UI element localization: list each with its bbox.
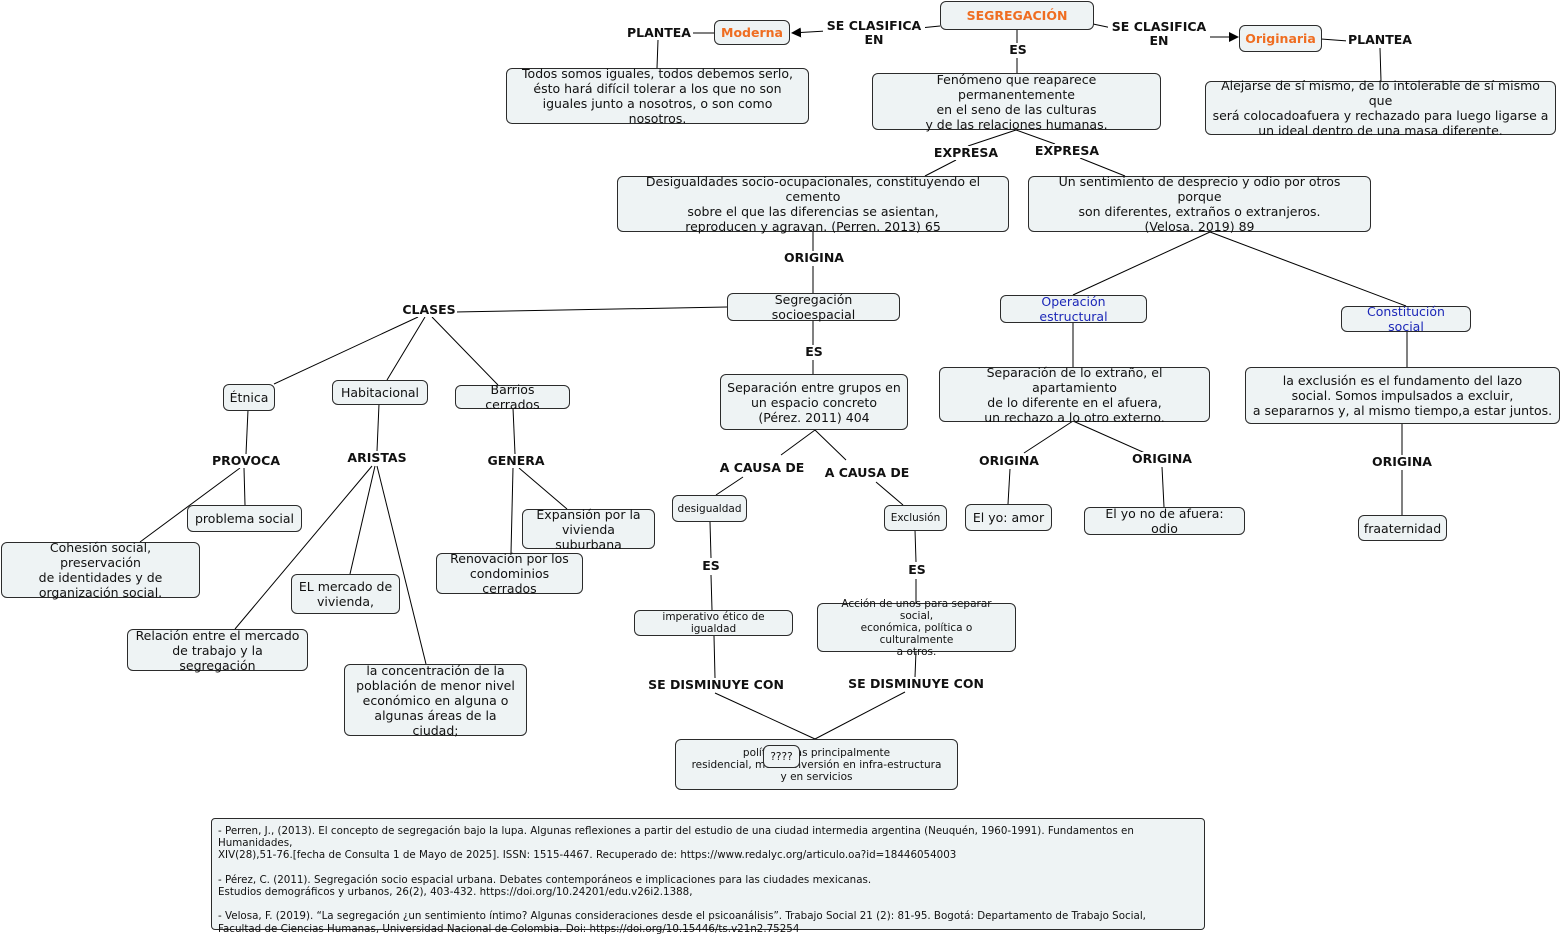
link-label-genera: GENERA	[484, 454, 548, 468]
link-label-se-clasifica-right: SE CLASIFICA EN	[1108, 20, 1210, 48]
link-label-se-disminuye-left: SE DISMINUYE CON	[644, 678, 788, 692]
fenomeno-node[interactable]: Fenómeno que reaparece permanentemente e…	[872, 72, 1161, 132]
concentracion-node[interactable]: la concentración de la población de meno…	[344, 663, 527, 738]
link-label-se-clasifica-left: SE CLASIFICA EN	[823, 19, 925, 47]
segregacion-node[interactable]: SEGREGACIÓN	[940, 1, 1094, 30]
link-label-es-top: ES	[1005, 43, 1031, 57]
moderna-node[interactable]: Moderna	[714, 20, 790, 45]
link-label-origina-main: ORIGINA	[780, 251, 848, 265]
references-box: - Perren, J., (2013). El concepto de seg…	[211, 818, 1205, 935]
yo-odio-node[interactable]: El yo no de afuera: odio	[1084, 506, 1245, 536]
fraternidad-node[interactable]: fraaternidad	[1358, 515, 1447, 541]
link-label-provoca: PROVOCA	[209, 454, 283, 468]
link-label-plantea-right: PLANTEA	[1346, 32, 1414, 47]
link-label-origina-amor: ORIGINA	[975, 454, 1043, 468]
cohesion-social-node[interactable]: Cohesión social, preservación de identid…	[1, 540, 200, 600]
segregacion-socioespacial-node[interactable]: Segregación socioespacial	[727, 292, 900, 322]
question-node[interactable]: ????	[763, 745, 800, 768]
habitacional-node[interactable]: Habitacional	[332, 380, 428, 405]
desigualdades-node[interactable]: Desigualdades socio-ocupacionales, const…	[617, 174, 1009, 234]
moderna-description-node[interactable]: Todos somos iguales, todos debemos serlo…	[506, 66, 809, 126]
problema-social-node[interactable]: problema social	[187, 505, 302, 532]
link-label-expresa-right: EXPRESA	[1032, 144, 1102, 158]
expansion-node[interactable]: Expansión por la vivienda suburbana	[522, 507, 655, 552]
mercado-vivienda-node[interactable]: EL mercado de vivienda,	[291, 574, 400, 614]
originaria-description-node[interactable]: Alejarse de sí mismo, de lo intolerable …	[1205, 78, 1556, 138]
operacion-estructural-node[interactable]: Operación estructural	[1000, 294, 1147, 324]
exclusion-node[interactable]: Exclusión	[884, 505, 947, 531]
link-label-expresa-left: EXPRESA	[931, 146, 1001, 160]
link-label-es-exclusion: ES	[904, 563, 930, 577]
accion-node[interactable]: Acción de unos para separar social, econ…	[817, 598, 1016, 658]
yo-amor-node[interactable]: El yo: amor	[965, 504, 1052, 531]
link-label-plantea-left: PLANTEA	[625, 25, 693, 40]
link-label-se-disminuye-right: SE DISMINUYE CON	[844, 677, 988, 691]
separacion-extrano-node[interactable]: Separación de lo extraño, el apartamient…	[939, 365, 1210, 425]
link-label-aristas: ARISTAS	[343, 451, 411, 465]
link-label-a-causa-left: A CAUSA DE	[716, 461, 808, 475]
originaria-node[interactable]: Originaria	[1239, 25, 1322, 52]
link-label-es-mid: ES	[801, 345, 827, 359]
separacion-grupos-node[interactable]: Separación entre grupos en un espacio co…	[720, 374, 908, 430]
etnica-node[interactable]: Étnica	[223, 384, 275, 411]
sentimiento-node[interactable]: Un sentimiento de desprecio y odio por o…	[1028, 174, 1371, 234]
constitucion-social-node[interactable]: Constitución social	[1341, 304, 1471, 334]
politicas-node[interactable]: políticas cas principalmente residencial…	[675, 739, 958, 790]
link-label-a-causa-right: A CAUSA DE	[821, 466, 913, 480]
link-label-origina-odio: ORIGINA	[1128, 452, 1196, 466]
imperativo-node[interactable]: imperativo ético de igualdad	[634, 610, 793, 636]
link-label-origina-fraternidad: ORIGINA	[1368, 455, 1436, 469]
desigualdad-node[interactable]: desigualdad	[672, 495, 747, 522]
link-label-clases: CLASES	[401, 302, 457, 317]
exclusion-lazo-node[interactable]: la exclusión es el fundamento del lazo s…	[1245, 367, 1560, 424]
relacion-mercado-node[interactable]: Relación entre el mercado de trabajo y l…	[127, 628, 308, 673]
barrios-cerrados-node[interactable]: Barrios cerrados	[455, 382, 570, 412]
renovacion-node[interactable]: Renovación por los condominios cerrados	[436, 551, 583, 596]
link-label-es-desigualdad: ES	[698, 559, 724, 573]
